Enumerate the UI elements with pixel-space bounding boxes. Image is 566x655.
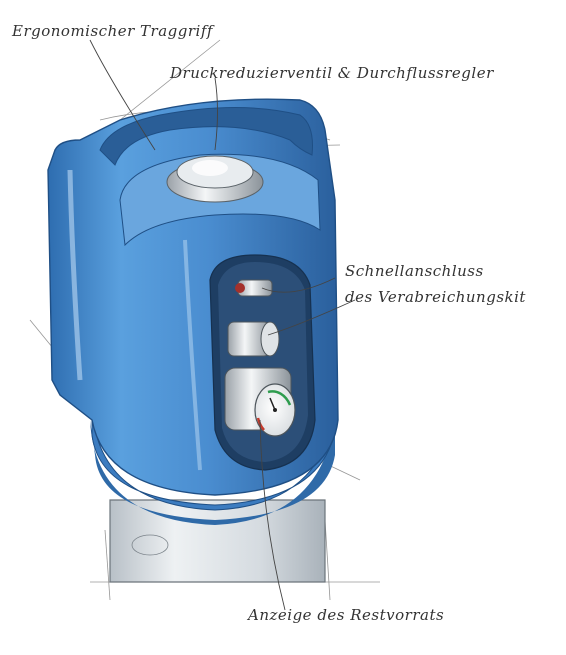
valve-knob [166, 155, 264, 203]
label-quick-connect-2: des Verabreichungskit [345, 288, 526, 306]
cylinder-body [109, 499, 326, 583]
label-handle: Ergonomischer Traggriff [12, 22, 213, 40]
quick-connector [235, 279, 273, 297]
flow-regulator [227, 321, 280, 357]
leader-lines [89, 39, 356, 611]
label-quick-connect-1: Schnellanschluss [345, 262, 484, 280]
label-gauge: Anzeige des Restvorrats [248, 606, 445, 624]
label-valve: Druckreduzierventil & Durchflussregler [170, 64, 494, 82]
pressure-gauge [224, 367, 296, 437]
